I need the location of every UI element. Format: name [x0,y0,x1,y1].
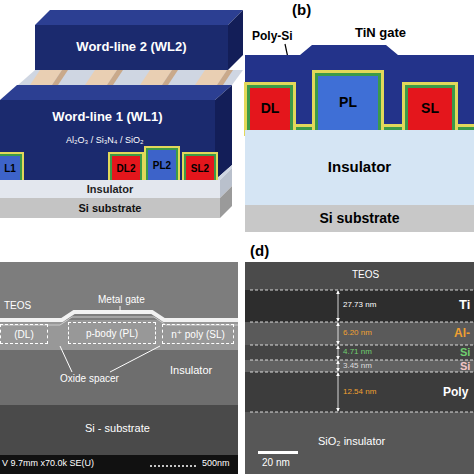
layer-label: Al- [454,327,470,340]
insulator-layer: Insulator [0,180,220,198]
layer-label: Metal gate [98,294,145,305]
node-text: Insulator [87,183,133,195]
node-text: PL [339,95,357,110]
node-text: L1 [4,163,16,174]
dimension-arrows [338,291,339,411]
scale-bar [150,465,198,467]
drain-line: DL2 [112,156,140,180]
leader-line [60,346,72,372]
layer-label: Al₂O₃ / Si₃N₄ / SiO₂ [66,136,144,146]
tem-tin [245,290,474,322]
substrate-layer: Si substrate [245,205,474,232]
layer-label: SiO₂ insulator [318,435,385,447]
tem-al2o3 [245,322,474,345]
leader-line [120,306,121,311]
word-line: Word-line 2 (WL2) [35,25,228,70]
tem-poly [245,372,474,412]
layer-label: Si [460,360,470,372]
sem-insulator [0,350,238,405]
substrate-layer: Si substrate [0,198,220,218]
scale-label: 500nm [202,459,230,469]
layer-boundaries [250,290,474,412]
wordline-side [215,85,232,180]
sem-teos [0,262,238,320]
panel-label: (b) [292,2,311,19]
dimension: 6.20 nm [343,329,372,338]
layer-label: Poly-Si [252,30,293,43]
node-text: DL2 [117,163,136,174]
drain-line: DL [250,88,290,130]
sem-info-bar [0,455,238,474]
node-text: Si substrate [319,211,399,226]
source-line: SL2 [186,156,214,180]
region-box: (DL) [0,324,48,344]
tem-insulator [245,412,474,474]
layer-label: Si [460,346,470,358]
node-text: DL [261,101,280,116]
node-text: TiN gate [355,26,406,40]
scale-label: 20 nm [262,457,290,468]
panel-label: (d) [250,243,269,260]
layer-label: Ti [459,298,470,312]
source-line: SL [408,88,452,130]
tem-teos [245,262,474,290]
tem-sio2 [245,360,474,372]
node-text: (DL) [14,329,33,340]
node-text: Word-line 2 (WL2) [76,40,186,54]
region-box: n⁺ poly (SL) [162,324,234,344]
node-text: Si substrate [79,202,142,214]
dimension: 4.71 nm [343,348,372,357]
tem-si3n4 [245,345,474,360]
source-line: L1 [0,156,20,180]
node-text: SL2 [191,163,209,174]
sem-device [0,320,238,350]
node-text: p-body (PL) [86,328,138,339]
node-text: n⁺ poly (SL) [171,329,225,340]
wordline-side [228,10,243,70]
scale-bar [258,451,298,454]
layer-label: Oxide spacer [60,373,119,384]
layer-label: Poly [443,386,468,399]
layer-label: TEOS [4,300,31,311]
instrument-info: V 9.7mm x70.0k SE(U) [2,459,94,469]
leader-line [110,346,160,372]
dimension: 3.45 nm [343,362,372,371]
node-text: PL2 [153,160,171,171]
layer-label: TEOS [352,269,379,280]
dimension: 27.73 nm [343,301,376,310]
layer-label: Insulator [170,364,212,376]
wordline-top [0,85,232,100]
p-body-line: PL [318,76,378,130]
region-box: p-body (PL) [68,322,156,344]
sem-substrate [0,405,238,455]
wordline-top [35,10,243,25]
node-text: Insulator [328,159,391,176]
dimension: 12.54 nm [343,388,376,397]
node-text: Word-line 1 (WL1) [52,110,162,124]
node-text: SL [421,101,439,116]
layer-label: Si - substrate [85,422,150,434]
metal-gate-line [0,312,238,320]
p-body-line: PL2 [148,150,176,180]
substrate-side [220,186,232,218]
insulator-layer: Insulator [245,130,474,205]
